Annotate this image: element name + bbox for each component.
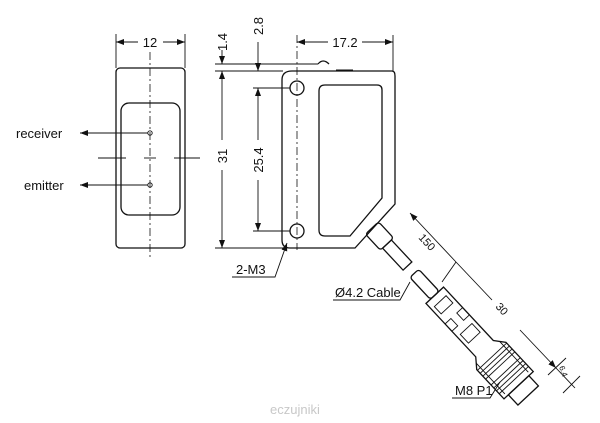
cable-connector (366, 222, 540, 406)
side-window (318, 84, 383, 237)
hole-spacing-label: 25.4 (251, 147, 266, 172)
thread-icon (477, 342, 529, 395)
width-dim-label: 12 (143, 35, 157, 50)
thread-callout: M8 P1 (455, 383, 493, 398)
connector-tip (507, 374, 540, 406)
front-lens-window (120, 102, 181, 216)
cable-gland (366, 222, 393, 250)
emitter-label: emitter (24, 178, 64, 193)
connector-length-label: 30 (493, 301, 510, 318)
front-view: 12 receiver emitter (16, 34, 200, 258)
depth-dim-label: 17.2 (332, 35, 357, 50)
cable-length-label: 150 (416, 232, 437, 254)
height-dim-label: 31 (215, 149, 230, 163)
cable (381, 239, 413, 272)
receiver-label: receiver (16, 126, 63, 141)
cable-callout: Ø4.2 Cable (335, 285, 401, 300)
connector-end-label: 6.4 (557, 365, 569, 379)
watermark: eczujniki (270, 402, 320, 417)
offset-1-4-label: 1.4 (215, 33, 230, 51)
mount-holes-callout: 2-M3 (236, 262, 266, 277)
side-view: 17.2 1.4 31 2.8 25.4 2-M3 (215, 17, 396, 278)
connector-body (425, 286, 535, 400)
side-body-outline (281, 70, 396, 249)
top-bump (317, 60, 330, 65)
offset-2-8-label: 2.8 (251, 17, 266, 35)
